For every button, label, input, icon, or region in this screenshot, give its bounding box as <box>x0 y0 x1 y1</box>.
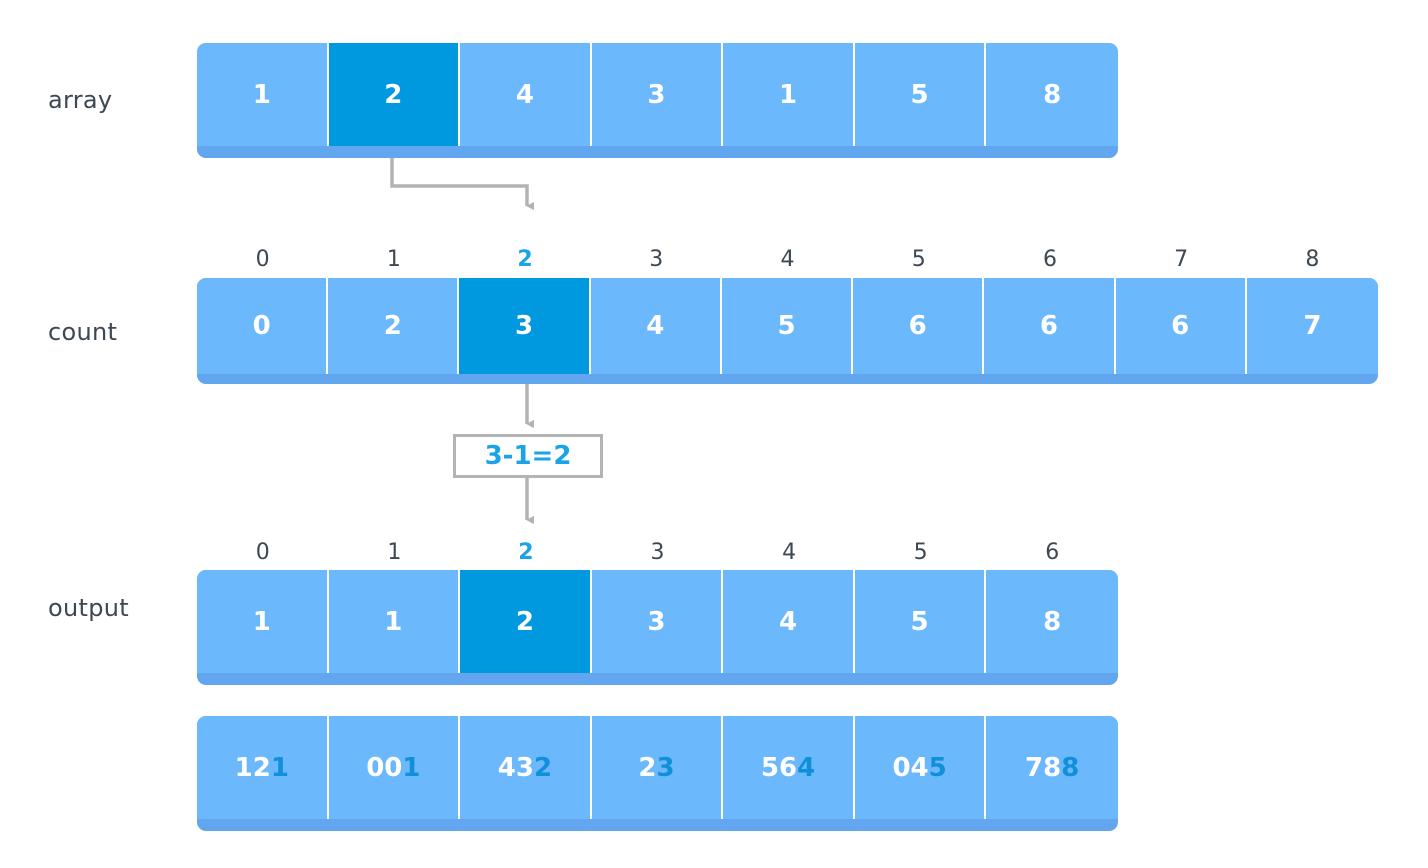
count-cell: 6 <box>853 278 985 374</box>
row-label-output: output <box>48 594 129 622</box>
digit-suffix: 8 <box>1061 752 1080 783</box>
count-cell-value: 6 <box>1039 311 1058 341</box>
output-index-label: 4 <box>782 540 797 565</box>
output-cell: 1 <box>328 570 461 673</box>
output-cell-value: 4 <box>778 606 798 637</box>
count-index-label: 4 <box>780 247 795 272</box>
digit-suffix: 5 <box>928 752 947 783</box>
count-index-label: 8 <box>1305 247 1320 272</box>
count-cell-value: 2 <box>383 311 402 341</box>
digit-prefix: 04 <box>892 752 929 783</box>
output-cell: 3 <box>591 570 724 673</box>
count-cell-value: 0 <box>252 311 271 341</box>
output-cell-value: 8 <box>1043 606 1062 637</box>
connector-array-to-count <box>390 158 534 211</box>
count-cell-value: 6 <box>908 311 927 341</box>
digit-suffix: 2 <box>533 752 553 783</box>
count-index-label: 6 <box>1042 247 1057 272</box>
count-cell: 3 <box>459 278 591 374</box>
digit-prefix: 2 <box>638 752 657 783</box>
output-cell-value: 1 <box>384 606 403 637</box>
digit-suffix: 4 <box>797 752 816 783</box>
row-label-count: count <box>48 318 118 346</box>
count-cell-value: 5 <box>777 311 796 341</box>
digit-suffix: 3 <box>656 752 675 783</box>
count-index-label: 5 <box>911 247 926 272</box>
count-cell: 0 <box>197 278 329 374</box>
output-index-label: 0 <box>255 540 270 565</box>
array-cell: 3 <box>591 43 724 146</box>
output-index-label: 1 <box>387 540 402 565</box>
count-cell: 2 <box>328 278 460 374</box>
output-cell: 8 <box>986 570 1118 673</box>
output-cell: 2 <box>460 570 592 673</box>
count-cell-value: 7 <box>1303 311 1322 341</box>
output-index-label: 6 <box>1045 540 1060 565</box>
count-cell: 5 <box>721 278 854 374</box>
count-index-label: 7 <box>1174 247 1189 272</box>
array-cell: 4 <box>460 43 592 146</box>
count-index-label: 1 <box>386 247 401 272</box>
count-bar: 0 2 3 4 5 6 6 6 7 <box>197 278 1378 384</box>
count-index-label: 2 <box>517 247 533 272</box>
output-cell-value: 1 <box>252 606 271 637</box>
count-cell: 6 <box>1115 278 1247 374</box>
digit-suffix: 1 <box>402 752 421 783</box>
output-cell: 1 <box>197 570 329 673</box>
digit-prefix: 43 <box>497 752 534 783</box>
output-bar: 1 1 2 3 4 5 8 <box>197 570 1118 685</box>
array-cell-value: 4 <box>515 79 534 110</box>
count-index-label: 0 <box>255 247 270 272</box>
array-cell-value: 5 <box>910 79 929 110</box>
count-cell-value: 6 <box>1171 311 1190 341</box>
count-index-row: 0 1 2 3 4 5 6 7 8 <box>197 247 1378 277</box>
output-cell: 4 <box>723 570 855 673</box>
output-cell-value: 2 <box>515 606 534 637</box>
output-cell-value: 5 <box>910 606 929 637</box>
count-index-label: 3 <box>649 247 664 272</box>
array-cell-value: 1 <box>252 79 271 110</box>
calc-expression-box: 3-1=2 <box>453 434 603 478</box>
digit-suffix: 1 <box>270 752 289 783</box>
output-index-label: 5 <box>913 540 928 565</box>
array-cell: 2 <box>328 43 461 146</box>
output-index-label: 3 <box>650 540 665 565</box>
count-cell-value: 4 <box>646 311 665 341</box>
array-cell-value: 8 <box>1043 79 1062 110</box>
array-cell: 8 <box>986 43 1118 146</box>
digit-prefix: 00 <box>366 752 403 783</box>
array-cell: 5 <box>854 43 987 146</box>
digit-prefix: 78 <box>1025 752 1062 783</box>
count-cell: 4 <box>590 278 722 374</box>
output-index-label: 2 <box>518 540 534 565</box>
array-cell-value: 3 <box>647 79 666 110</box>
count-cell: 7 <box>1246 278 1378 374</box>
count-cell: 6 <box>984 278 1116 374</box>
array-cell: 1 <box>197 43 329 146</box>
output-cell: 5 <box>854 570 987 673</box>
array-bar: 1 2 4 3 1 5 8 <box>197 43 1118 158</box>
array-cell-value: 1 <box>778 79 798 110</box>
array-cell-value: 2 <box>384 79 403 110</box>
digit-prefix: 12 <box>234 752 271 783</box>
array-cell: 1 <box>723 43 855 146</box>
row-label-array: array <box>48 86 113 114</box>
output-cell-value: 3 <box>647 606 666 637</box>
count-cell-value: 3 <box>515 311 534 341</box>
digit-prefix: 56 <box>760 752 798 783</box>
output-index-row: 0 1 2 3 4 5 6 <box>197 540 1118 570</box>
